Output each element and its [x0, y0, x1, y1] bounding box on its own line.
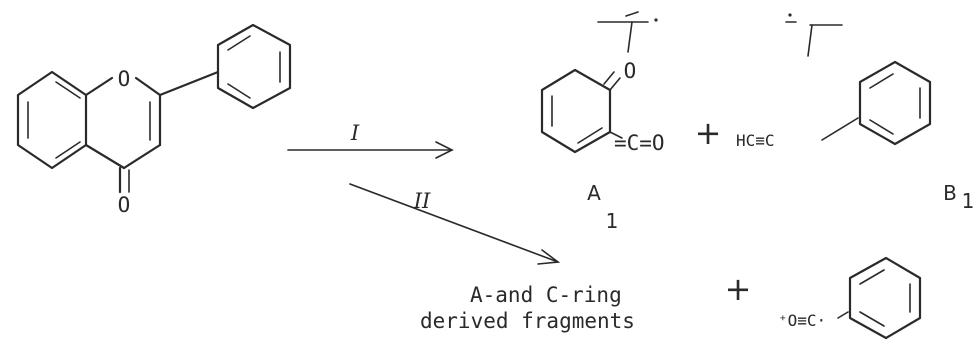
radical-cation-mark-a	[597, 11, 658, 53]
fragments-text-line-2: derived fragments	[420, 309, 635, 333]
plus-sign-path-2: +	[725, 270, 752, 308]
fragment-a1-ketene: =C=O	[614, 131, 665, 155]
c-ring-bond-o1-c2	[134, 76, 162, 97]
benzoyl-cation: ⁺O≡C·	[778, 256, 922, 340]
fragment-b1-name: B	[943, 181, 957, 205]
fragment-b1-ring	[858, 60, 932, 146]
fragment-a1: O =C=O A 1	[540, 59, 665, 233]
fragment-a1-name: A	[587, 181, 601, 205]
benzoyl-cation-label: ⁺O≡C·	[778, 311, 826, 330]
c-ring-bond-o1-c9	[84, 76, 114, 97]
plus-sign-path-1: +	[695, 114, 722, 152]
b-ring-double-bond-1	[227, 35, 251, 51]
phenyl-link-bond	[158, 70, 220, 97]
fragment-b1-subscript: 1	[962, 189, 975, 213]
radical-cation-mark-b	[785, 13, 843, 57]
pathway-arrow-2	[349, 183, 561, 265]
pathway-label-2: II	[413, 189, 431, 213]
fragment-a1-oxygen: O	[624, 59, 637, 83]
fragment-b1-alkyne: HC≡C	[736, 131, 775, 150]
flavone-reactant: O O	[16, 23, 292, 217]
ring-oxygen-label: O	[118, 67, 131, 91]
c-ring-bond-c3-c4	[122, 143, 162, 170]
c-ring-bond-c4-c10	[84, 143, 126, 170]
fragments-text-line-1: A-and C-ring	[470, 283, 622, 307]
pathway-arrow-1	[287, 141, 454, 159]
fragment-b1: HC≡C B 1	[736, 60, 975, 213]
a-ring-double-bond-3	[55, 141, 81, 159]
benzoyl-cation-ring	[848, 256, 922, 340]
a-ring-double-bond-2	[55, 81, 81, 99]
fragment-a1-subscript: 1	[606, 209, 619, 233]
pathway-label-1: I	[350, 121, 360, 145]
b-ring-double-bond-3	[227, 83, 251, 99]
b-ring	[216, 23, 292, 110]
carbonyl-oxygen-label: O	[118, 193, 131, 217]
